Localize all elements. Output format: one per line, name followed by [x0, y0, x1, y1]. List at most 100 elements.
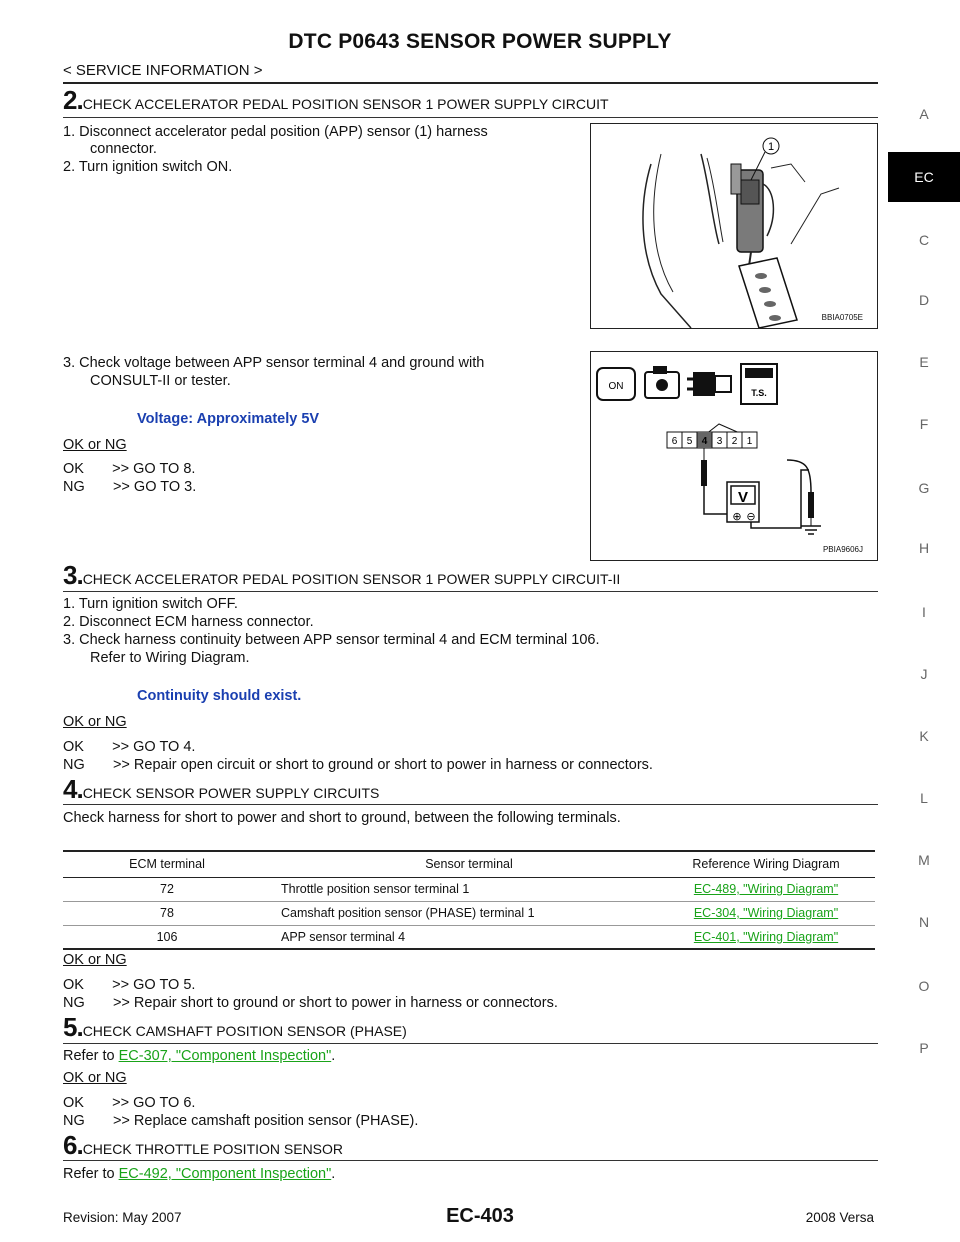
- step-3-title: CHECK ACCELERATOR PEDAL POSITION SENSOR …: [82, 571, 621, 587]
- step-3-line-2: 2. Disconnect ECM harness connector.: [63, 614, 314, 630]
- step-4-intro: Check harness for short to power and sho…: [63, 810, 621, 826]
- index-letter-a[interactable]: A: [919, 106, 929, 122]
- step-3-ng: NG >> Repair open circuit or short to gr…: [63, 757, 653, 773]
- pin-1: 1: [747, 436, 753, 447]
- step-2-divider: [63, 117, 878, 118]
- step-5-refer: Refer to EC-307, "Component Inspection".: [63, 1048, 335, 1065]
- ecm-terminal-cell: 72: [63, 877, 271, 902]
- step-4-title: CHECK SENSOR POWER SUPPLY CIRCUITS: [82, 785, 380, 801]
- tester-icon: T.S.: [740, 363, 778, 405]
- step-5-divider: [63, 1043, 878, 1044]
- index-letter-d[interactable]: D: [918, 292, 930, 308]
- step-5-ok-or-ng: OK or NG: [63, 1070, 127, 1086]
- voltage-check-diagram: ON T.S. 6 5 4 3: [596, 363, 821, 535]
- ecm-terminal-cell: 78: [63, 901, 271, 926]
- index-letter-l[interactable]: L: [920, 790, 928, 806]
- connector-icon: [687, 372, 732, 396]
- index-letter-k[interactable]: K: [919, 728, 929, 744]
- pin-2: 2: [732, 436, 738, 447]
- section-subtitle: < SERVICE INFORMATION >: [63, 62, 263, 79]
- sensor-terminal-cell: APP sensor terminal 4: [271, 925, 657, 950]
- col-header-ecm-terminal: ECM terminal: [63, 850, 271, 878]
- step-4-ng: NG >> Repair short to ground or short to…: [63, 995, 558, 1011]
- step-2-line-2: 2. Turn ignition switch ON.: [63, 159, 233, 175]
- step-5-ng: NG >> Replace camshaft position sensor (…: [63, 1113, 419, 1129]
- step-5-number: 5.: [63, 1012, 84, 1042]
- step-4-ok-or-ng: OK or NG: [63, 952, 127, 968]
- step-6-heading: 6.CHECK THROTTLE POSITION SENSOR: [63, 1130, 343, 1161]
- step-4-number: 4.: [63, 774, 84, 804]
- footer-model: 2008 Versa: [805, 1210, 874, 1225]
- step-5-heading: 5.CHECK CAMSHAFT POSITION SENSOR (PHASE): [63, 1012, 407, 1043]
- pin-5: 5: [687, 436, 693, 447]
- step-4-ok: OK >> GO TO 5.: [63, 977, 196, 993]
- plus-terminal: ⊕: [732, 510, 741, 523]
- terminal-reference-table: ECM terminal Sensor terminal Reference W…: [63, 850, 875, 950]
- step-3-ok: OK >> GO TO 4.: [63, 739, 196, 755]
- figure-1-id: BBIA0705E: [821, 313, 863, 322]
- step-2-line-3b: CONSULT-II or tester.: [90, 373, 231, 389]
- col-header-reference: Reference Wiring Diagram: [657, 850, 875, 878]
- step-2-line-3a: 3. Check voltage between APP sensor term…: [63, 355, 485, 371]
- step-2-ok-or-ng: OK or NG: [63, 437, 127, 453]
- component-inspection-link[interactable]: EC-492, "Component Inspection": [118, 1166, 332, 1182]
- step-2-ng: NG >> GO TO 3.: [63, 479, 197, 495]
- step-2-ok: OK >> GO TO 8.: [63, 461, 196, 477]
- refer-suffix: .: [331, 1166, 336, 1182]
- index-letter-n[interactable]: N: [918, 914, 930, 930]
- engine-icon: [644, 366, 680, 399]
- refer-prefix: Refer to: [63, 1166, 119, 1182]
- index-letter-j[interactable]: J: [920, 666, 928, 682]
- step-3-divider: [63, 591, 878, 592]
- voltmeter-label: V: [738, 489, 748, 506]
- index-letter-f[interactable]: F: [919, 416, 929, 432]
- pin-4: 4: [702, 436, 708, 447]
- step-2-title: CHECK ACCELERATOR PEDAL POSITION SENSOR …: [82, 96, 609, 112]
- wiring-diagram-link[interactable]: EC-401, "Wiring Diagram": [657, 925, 875, 950]
- component-inspection-link[interactable]: EC-307, "Component Inspection": [118, 1048, 332, 1064]
- callout-1: 1: [768, 141, 774, 153]
- pin-6: 6: [672, 436, 678, 447]
- step-6-title: CHECK THROTTLE POSITION SENSOR: [82, 1141, 344, 1157]
- step-2-line-1a: 1. Disconnect accelerator pedal position…: [63, 124, 488, 140]
- index-letter-h[interactable]: H: [918, 540, 930, 556]
- step-3-line-3a: 3. Check harness continuity between APP …: [63, 632, 600, 648]
- sensor-terminal-cell: Throttle position sensor terminal 1: [271, 877, 657, 902]
- index-letter-m[interactable]: M: [918, 852, 930, 868]
- index-letter-g[interactable]: G: [918, 480, 930, 496]
- index-letter-p[interactable]: P: [919, 1040, 929, 1056]
- index-letter-i[interactable]: I: [922, 604, 926, 620]
- step-3-ok-or-ng: OK or NG: [63, 714, 127, 730]
- tester-ts-label: T.S.: [751, 388, 767, 398]
- index-letter-o[interactable]: O: [918, 978, 930, 994]
- step-6-number: 6.: [63, 1130, 84, 1160]
- index-letter-c[interactable]: C: [918, 232, 930, 248]
- figure-2-id: PBIA9606J: [822, 545, 863, 554]
- index-letter-e[interactable]: E: [919, 354, 929, 370]
- ignition-on-icon: ON: [596, 367, 636, 401]
- step-3-heading: 3.CHECK ACCELERATOR PEDAL POSITION SENSO…: [63, 560, 620, 591]
- step-3-line-1: 1. Turn ignition switch OFF.: [63, 596, 238, 612]
- index-tab-ec-active[interactable]: EC: [888, 152, 960, 202]
- step-3-number: 3.: [63, 560, 84, 590]
- header-divider: [63, 82, 878, 84]
- refer-prefix: Refer to: [63, 1048, 119, 1064]
- step-4-heading: 4.CHECK SENSOR POWER SUPPLY CIRCUITS: [63, 774, 379, 805]
- step-2-heading: 2.CHECK ACCELERATOR PEDAL POSITION SENSO…: [63, 85, 609, 116]
- step-3-line-3b: Refer to Wiring Diagram.: [90, 650, 250, 666]
- step-5-ok: OK >> GO TO 6.: [63, 1095, 196, 1111]
- minus-terminal: ⊖: [746, 510, 755, 523]
- footer-revision: Revision: May 2007: [63, 1210, 182, 1225]
- spec-voltage: Voltage: Approximately 5V: [137, 411, 320, 427]
- step-6-refer: Refer to EC-492, "Component Inspection".: [63, 1166, 335, 1183]
- wiring-diagram-link[interactable]: EC-489, "Wiring Diagram": [657, 877, 875, 902]
- table-row: 72 Throttle position sensor terminal 1 E…: [63, 877, 875, 902]
- figure-voltage-check: ON T.S. 6 5 4 3: [590, 351, 878, 561]
- table-row: 106 APP sensor terminal 4 EC-401, "Wirin…: [63, 925, 875, 950]
- refer-suffix: .: [331, 1048, 336, 1064]
- sensor-terminal-cell: Camshaft position sensor (PHASE) termina…: [271, 901, 657, 926]
- table-row: 78 Camshaft position sensor (PHASE) term…: [63, 901, 875, 926]
- wiring-diagram-link[interactable]: EC-304, "Wiring Diagram": [657, 901, 875, 926]
- step-2-number: 2.: [63, 85, 84, 115]
- ignition-on-label: ON: [609, 381, 624, 392]
